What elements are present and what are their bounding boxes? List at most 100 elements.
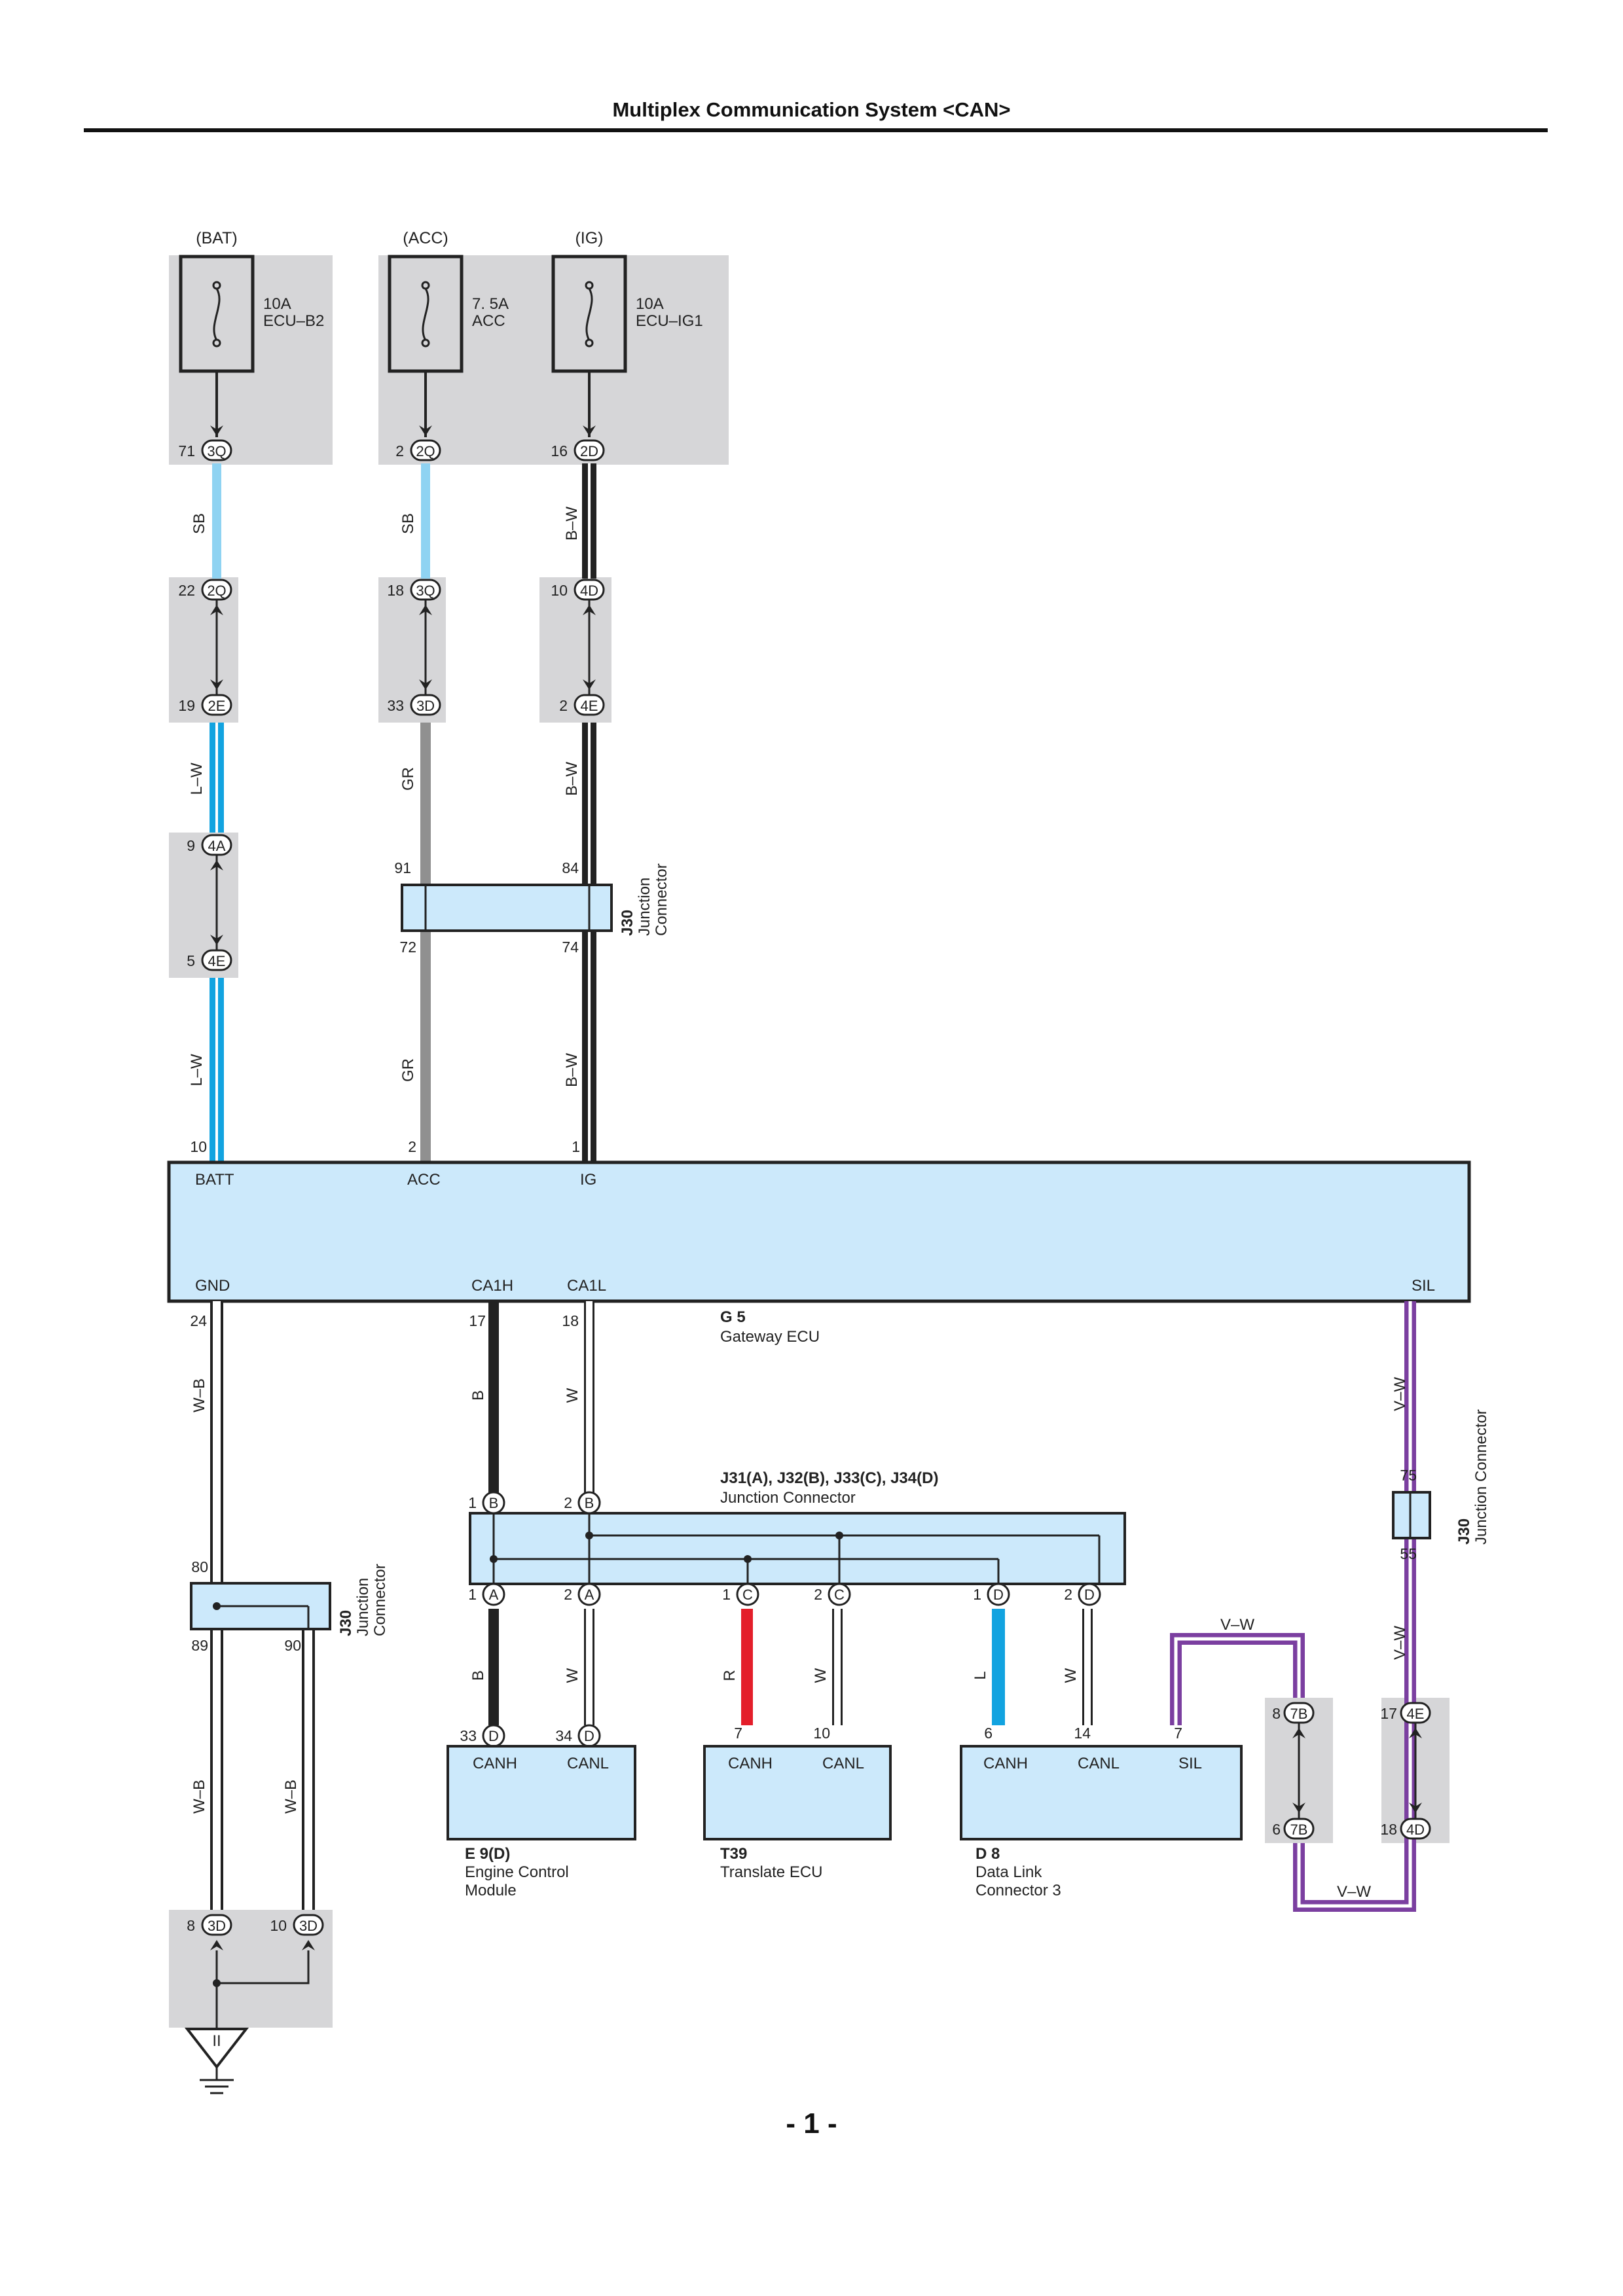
wire-label-bw-low: B–W — [563, 1053, 581, 1087]
wire-ecm-canh — [488, 1609, 499, 1725]
ecm-canh: CANH — [473, 1755, 517, 1772]
wire-label-gr-2: GR — [399, 1058, 417, 1082]
wire-label-wb-2: W–B — [191, 1780, 208, 1814]
pin-2-jb: 2 — [564, 1494, 572, 1511]
conn-j32-b-2: B — [585, 1495, 594, 1511]
conn-2e: 2E — [208, 698, 226, 714]
j30-sil-name: Junction Connector — [1472, 1409, 1490, 1545]
j30-top-line1: Junction — [636, 878, 653, 936]
conn-3q-mid: 3Q — [416, 583, 435, 599]
wire-label-vw-1: V–W — [1391, 1377, 1409, 1411]
conn-3d-gnd-2: 3D — [299, 1918, 318, 1934]
j31-j34-ids: J31(A), J32(B), J33(C), J34(D) — [720, 1469, 938, 1487]
wire-acc — [420, 463, 431, 1162]
wire-label-vw-2: V–W — [1391, 1626, 1409, 1660]
pin-2-acc: 2 — [395, 442, 404, 459]
wire-ca1l — [584, 1301, 594, 1725]
fuse-acc — [388, 255, 464, 437]
j30-top-line2: Connector — [653, 863, 670, 936]
wire-ig — [582, 463, 596, 1162]
translate-canl: CANL — [822, 1755, 864, 1772]
j30-junction-top — [401, 884, 613, 932]
dlc-id: D 8 — [976, 1845, 1000, 1863]
pin-2-ja: 2 — [564, 1586, 572, 1603]
dlc-line2: Connector 3 — [976, 1882, 1061, 1899]
ecm-canl: CANL — [567, 1755, 609, 1772]
connector-markers-right — [1283, 1702, 1431, 1840]
conn-3q-top: 3Q — [207, 443, 226, 459]
conn-4d-right: 4D — [1406, 1821, 1425, 1838]
wire-label-b-2: B — [469, 1670, 487, 1681]
pin-10-ig: 10 — [551, 582, 568, 599]
gateway-terminal-acc: ACC — [407, 1171, 441, 1189]
conn-ecm-d-1: D — [488, 1728, 499, 1744]
conn-7b-2: 7B — [1290, 1821, 1308, 1838]
pin-1-jd: 1 — [973, 1586, 981, 1603]
pin-19: 19 — [178, 697, 195, 714]
wire-translate-canl — [832, 1609, 843, 1725]
dlc-sil: SIL — [1178, 1755, 1202, 1772]
pin-33-ecm: 33 — [460, 1727, 477, 1744]
ecm-line1: Engine Control — [465, 1863, 569, 1881]
connector-arrows-ground — [210, 1940, 315, 1950]
translate-ecu-box — [703, 1745, 892, 1840]
conn-j32-b-1: B — [489, 1495, 499, 1511]
pin-80: 80 — [191, 1558, 208, 1575]
wire-label-sb-acc: SB — [399, 513, 417, 534]
pin-14-dlc: 14 — [1074, 1725, 1091, 1742]
fuse-ecu-ig1 — [551, 255, 627, 437]
wire-ca1h — [488, 1301, 499, 1494]
ground-wires — [215, 1950, 310, 2029]
j31-j34-dots — [490, 1532, 843, 1563]
pin-1-jc: 1 — [722, 1586, 731, 1603]
conn-j33-c-2: C — [834, 1587, 845, 1603]
pin-2-ig: 2 — [559, 697, 568, 714]
wire-translate-canh — [741, 1609, 753, 1725]
connector-markers-ground — [201, 1914, 324, 1936]
pin-75: 75 — [1400, 1467, 1417, 1484]
j31-j34-junction — [469, 1512, 1126, 1585]
pin-7-dlc: 7 — [1174, 1725, 1182, 1742]
fuse-ecu-ig1-rating: 10A — [636, 295, 664, 313]
ecm-id: E 9(D) — [465, 1845, 510, 1863]
pin-17: 17 — [469, 1312, 486, 1329]
j30-junction-sil — [1392, 1491, 1431, 1539]
pin-55: 55 — [1400, 1545, 1417, 1562]
wire-label-w-4: W — [1062, 1668, 1080, 1683]
pin-24: 24 — [190, 1312, 207, 1329]
fuse-ecu-ig1-name: ECU–IG1 — [636, 312, 703, 330]
wire-label-bw-mid: B–W — [563, 762, 581, 796]
wire-label-wb-1: W–B — [191, 1378, 208, 1412]
dlc-line1: Data Link — [976, 1863, 1042, 1881]
conn-2q-top: 2Q — [416, 443, 435, 459]
wire-label-r: R — [721, 1670, 739, 1681]
conn-j34-d-2: D — [1084, 1587, 1095, 1603]
wire-label-vw-3: V–W — [1220, 1616, 1254, 1634]
pin-18-4d: 18 — [1380, 1821, 1397, 1838]
conn-4d-mid: 4D — [580, 583, 598, 599]
pin-10-batt: 10 — [190, 1138, 207, 1155]
j-connector-circles — [482, 1491, 1101, 1748]
page-title: Multiplex Communication System <CAN> — [612, 98, 1011, 121]
j30-sil-id: J30 — [1455, 1518, 1473, 1545]
pin-6-7b: 6 — [1272, 1821, 1281, 1838]
dlc-box — [960, 1745, 1243, 1840]
pin-84: 84 — [562, 859, 579, 876]
translate-id: T39 — [720, 1845, 747, 1863]
fuse-ecu-b2-name: ECU–B2 — [263, 312, 324, 330]
pin-2-jc: 2 — [814, 1586, 822, 1603]
page-number: - 1 - — [786, 2108, 837, 2140]
connector-arrows-right — [1292, 1728, 1422, 1813]
conn-4a: 4A — [208, 838, 226, 854]
pin-6-dlc: 6 — [984, 1725, 993, 1742]
wire-dlc-canh — [992, 1609, 1005, 1725]
ecm-box — [447, 1745, 636, 1840]
fuse-acc-rating: 7. 5A — [472, 295, 509, 313]
conn-j34-d-1: D — [993, 1587, 1004, 1603]
pin-9: 9 — [187, 837, 195, 854]
wire-label-lw-1: L–W — [188, 762, 206, 795]
pin-72: 72 — [399, 939, 416, 956]
conn-4e-right: 4E — [1407, 1706, 1425, 1722]
pin-8-7b: 8 — [1272, 1705, 1281, 1722]
